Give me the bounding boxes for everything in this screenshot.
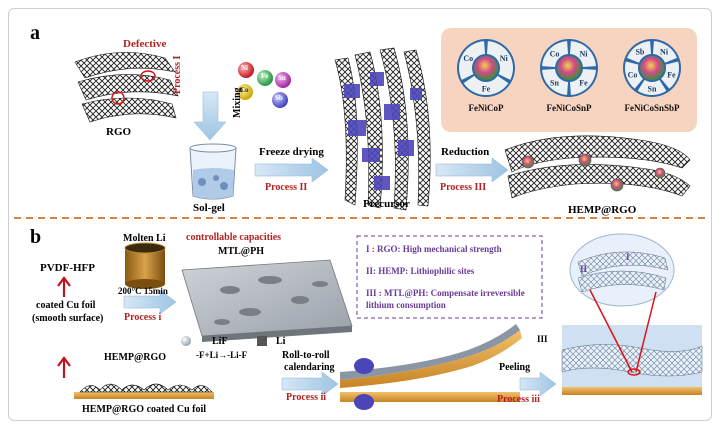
particle-segment-label: Ni	[500, 54, 509, 63]
roll-to-roll-label: Roll-to-roll	[282, 350, 330, 361]
info-line-4: lithium consumption	[366, 300, 446, 310]
molten-li-cup	[124, 242, 166, 289]
process-iii-b-label: Process iii	[497, 394, 540, 405]
hemp-rgo-label: HEMP@RGO	[568, 204, 637, 216]
particle-segment-label: Sn	[648, 85, 657, 94]
reduction-arrow	[435, 157, 509, 183]
up-arrow-icon	[57, 276, 71, 297]
particle-segment-label: Co	[550, 50, 560, 59]
process-i-arrow	[123, 289, 177, 315]
temp-time-label: 200°C 15min	[118, 286, 168, 296]
process-ii-b-label: Process ii	[286, 392, 327, 403]
precursor-structure	[334, 47, 431, 211]
ion-fe: Fe	[261, 72, 269, 80]
particle-segment-label: Co	[628, 70, 638, 79]
roman-i-label: I	[626, 252, 630, 262]
metal-ions	[237, 62, 291, 108]
rgo-sheets	[74, 52, 179, 123]
roman-ii-label: II	[580, 264, 588, 274]
lif-label: LiF	[212, 336, 228, 347]
particle-segment	[542, 68, 569, 95]
zoom-structure	[561, 233, 703, 395]
particle-segment-label: Ni	[660, 47, 669, 56]
li-label: Li	[276, 336, 286, 347]
particle-segment-label: Fe	[482, 85, 491, 94]
molten-li-label: Molten Li	[123, 233, 166, 244]
ion-sn: Sn	[278, 74, 286, 82]
reduction-label: Reduction	[441, 146, 490, 158]
hemp-rgo-foil-label: HEMP@RGO coated Cu foil	[82, 404, 207, 415]
particle-segment	[486, 41, 513, 80]
panel-a-label: a	[30, 22, 40, 44]
panel-b-label: b	[30, 226, 42, 248]
process-ii-arrow	[281, 371, 339, 397]
info-line-3: III : MTL@PH: Compensate irreversible	[366, 288, 525, 298]
process-ii-label: Process II	[265, 182, 308, 193]
roll-calendaring	[340, 324, 522, 410]
particle-segment-label: Ni	[579, 50, 588, 59]
peeling-arrow	[519, 371, 557, 397]
particle-segment	[626, 41, 652, 63]
mtl-ph-label: MTL@PH	[218, 246, 264, 257]
freeze-drying-arrow	[254, 157, 329, 183]
reaction-label: -F+Li→-Li-F	[196, 350, 248, 360]
precursor-label: Precursor	[363, 198, 410, 210]
li-legend-icon	[257, 336, 267, 346]
lif-legend-icon	[181, 336, 191, 346]
particle-core	[474, 56, 498, 80]
ion-sb: Sb	[275, 94, 283, 102]
particle-segment	[637, 79, 667, 95]
solgel-label: Sol-gel	[193, 202, 225, 214]
particle-core	[557, 56, 581, 80]
calendaring-label: calendaring	[284, 362, 335, 373]
controllable-label: controllable capacities	[186, 232, 282, 243]
smooth-surface-label: (smooth surface)	[32, 313, 104, 324]
particle-segment	[569, 68, 596, 95]
mixing-arrow	[193, 91, 227, 141]
ion-co: Co	[240, 86, 249, 94]
info-line-2: II: HEMP: Lithiophilic sites	[366, 266, 475, 276]
ion-ni: Ni	[241, 64, 248, 72]
particle-segment-label: Fe	[667, 70, 676, 79]
particle-segment-label: Co	[463, 54, 473, 63]
particle-segment-label: Sn	[550, 78, 559, 87]
particle-segment	[542, 41, 569, 68]
freeze-drying-label: Freeze drying	[259, 146, 324, 158]
hemp-rgo-foil	[74, 383, 214, 399]
pvdf-label: PVDF-HFP	[40, 262, 95, 274]
roman-iii-label: III	[537, 334, 548, 344]
process-i-b-label: Process i	[124, 312, 162, 323]
rgo-label: RGO	[106, 126, 132, 138]
defective-label: Defective	[123, 38, 167, 50]
particle-name-label: FeNiCoP	[469, 103, 504, 113]
particle-name-label: FeNiCoSnP	[547, 103, 593, 113]
coated-cu-label: coated Cu foil	[36, 300, 96, 311]
particle-segment-label: Fe	[579, 78, 588, 87]
hemp-rgo-structure	[504, 135, 691, 199]
hemp-rgo-b-label: HEMP@RGO	[104, 352, 167, 363]
particle-segment	[463, 75, 509, 95]
particle-segment	[459, 41, 486, 80]
particle-segment	[660, 61, 679, 89]
up-arrow-icon	[57, 356, 71, 378]
mtl-ph-slab	[181, 259, 353, 342]
particle-segment-label: Sb	[635, 47, 644, 56]
particle-segment	[624, 61, 644, 89]
particle-name-label: FeNiCoSnSbP	[624, 103, 680, 113]
particle-segment	[569, 41, 596, 68]
info-line-1: I : RGO: High mechanical strength	[366, 244, 502, 254]
beaker-icon	[189, 143, 237, 200]
process-iii-label: Process III	[440, 182, 487, 193]
info-box	[356, 235, 543, 319]
peeling-label: Peeling	[499, 362, 531, 373]
particle-core	[640, 56, 664, 80]
particle-segment	[652, 41, 678, 63]
